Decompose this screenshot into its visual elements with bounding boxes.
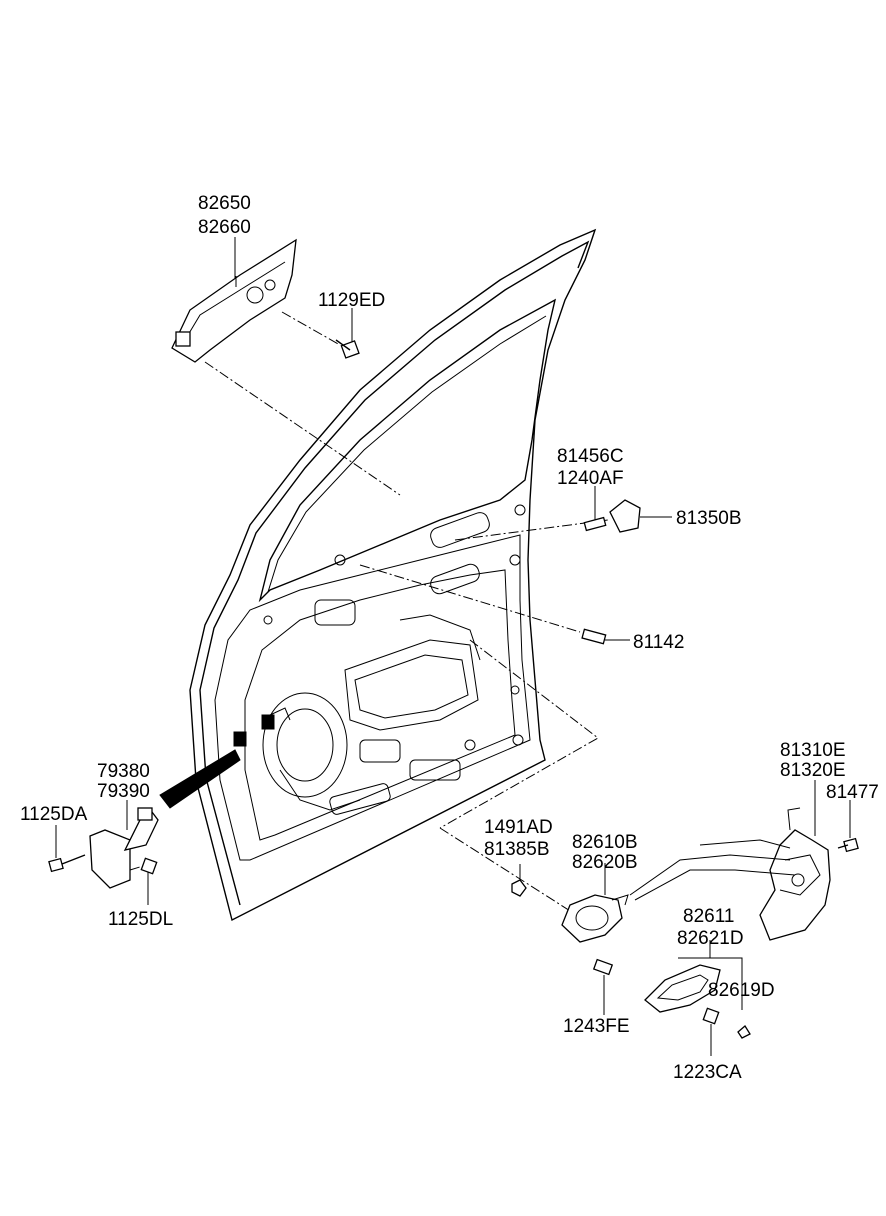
bezel-82611: [644, 964, 721, 1013]
screw-81477: [837, 837, 859, 853]
label-81350B: 81350B: [676, 508, 742, 529]
label-1125DL: 1125DL: [108, 909, 173, 930]
part-82650-handle: [171, 238, 297, 363]
cap-82619D: [737, 1025, 751, 1039]
label-82611: 82611: [683, 906, 734, 927]
label-1223CA: 1223CA: [673, 1062, 742, 1083]
screw-1223CA: [702, 1007, 720, 1025]
label-1129ED: 1129ED: [318, 290, 385, 311]
latch-81310E: [629, 807, 831, 941]
label-81477: 81477: [826, 782, 879, 803]
screw-81142: [581, 628, 607, 645]
clip-1491AD: [511, 879, 527, 897]
handle-82610B: [561, 894, 629, 943]
label-82660: 82660: [198, 217, 251, 238]
label-1125DA: 1125DA: [20, 804, 88, 825]
checker-79380: [89, 807, 159, 889]
label-81320E: 81320E: [780, 760, 846, 781]
screw-1243FE: [592, 958, 614, 976]
label-1491AD: 1491AD: [484, 817, 553, 838]
label-81385B: 81385B: [484, 839, 550, 860]
label-82620B: 82620B: [572, 852, 638, 873]
label-79390: 79390: [97, 781, 150, 802]
label-82621D: 82621D: [677, 928, 744, 949]
bolt-1125DA: [48, 854, 86, 873]
arrow-pointer: [159, 749, 241, 809]
door-panel: [189, 228, 597, 922]
label-82619D: 82619D: [708, 980, 775, 1001]
bolt-1129ED: [335, 339, 360, 359]
label-81142: 81142: [633, 632, 684, 653]
label-82610B: 82610B: [572, 832, 638, 853]
label-1240AF: 1240AF: [557, 468, 624, 489]
label-79380: 79380: [97, 761, 150, 782]
label-81310E: 81310E: [780, 740, 846, 761]
striker-81350B: [583, 499, 641, 533]
label-82650: 82650: [198, 193, 251, 214]
label-81456C: 81456C: [557, 446, 624, 467]
label-1243FE: 1243FE: [563, 1016, 630, 1037]
bolt-1125DL: [140, 857, 158, 875]
